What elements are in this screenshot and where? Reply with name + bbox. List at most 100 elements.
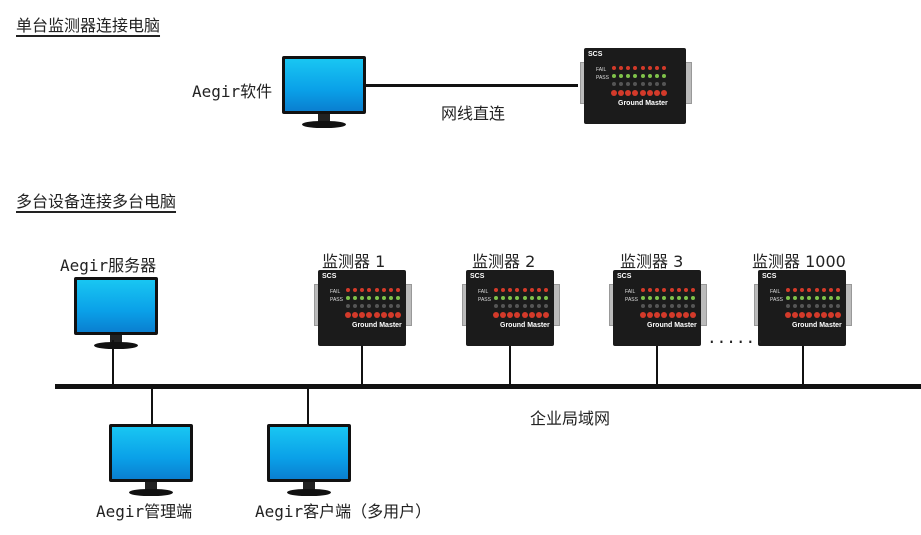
led-icon [389, 296, 394, 300]
led-icon [492, 312, 499, 318]
brand-logo: SCS [470, 273, 485, 280]
led-icon [522, 288, 527, 292]
led-icon [611, 66, 616, 70]
led-icon [662, 74, 667, 78]
led-icon [536, 312, 543, 318]
led-icon [655, 82, 660, 86]
led-icon [528, 312, 535, 318]
led-icon [828, 312, 835, 318]
led-icon [836, 304, 841, 308]
led-icon [784, 312, 791, 318]
fail-label: FAIL [330, 289, 341, 295]
led-icon [792, 288, 797, 292]
monitor-icon [282, 56, 366, 130]
led-icon [814, 304, 819, 308]
led-icon [617, 90, 624, 96]
led-icon [493, 288, 498, 292]
led-icon [807, 296, 812, 300]
led-icon [655, 288, 660, 292]
led-icon [785, 296, 790, 300]
led-icon [654, 312, 661, 318]
ground-master-device: SCS FAIL PASS Ground Master [609, 270, 707, 346]
led-icon [655, 304, 660, 308]
monitor-icon [267, 424, 351, 498]
ground-master-device: SCS FAIL PASS Ground Master [314, 270, 412, 346]
led-panel [492, 288, 550, 318]
led-icon [684, 288, 689, 292]
led-icon [515, 296, 520, 300]
led-icon [691, 288, 696, 292]
led-icon [374, 288, 379, 292]
brand-logo: SCS [322, 273, 337, 280]
led-icon [345, 296, 350, 300]
led-icon [360, 304, 365, 308]
led-icon [507, 312, 514, 318]
led-icon [500, 304, 505, 308]
led-icon [813, 312, 820, 318]
led-icon [625, 90, 632, 96]
brand-logo: SCS [617, 273, 632, 280]
drop-line [112, 340, 114, 385]
led-icon [500, 288, 505, 292]
led-panel [639, 288, 697, 318]
led-icon [508, 288, 513, 292]
led-icon [500, 296, 505, 300]
led-icon [374, 296, 379, 300]
led-icon [537, 288, 542, 292]
led-panel [610, 66, 668, 96]
led-icon [351, 312, 358, 318]
led-icon [381, 288, 386, 292]
led-icon [359, 312, 366, 318]
ground-master-device: SCS FAIL PASS Ground Master [580, 48, 692, 124]
led-icon [522, 296, 527, 300]
led-icon [388, 312, 395, 318]
led-icon [807, 288, 812, 292]
led-icon [661, 312, 668, 318]
led-icon [514, 312, 521, 318]
led-icon [785, 304, 790, 308]
led-icon [647, 74, 652, 78]
led-icon [360, 288, 365, 292]
led-icon [395, 312, 402, 318]
drop-line [151, 388, 153, 425]
led-icon [633, 74, 638, 78]
led-icon [640, 74, 645, 78]
led-icon [639, 312, 646, 318]
section-title-multi: 多台设备连接多台电脑 [16, 192, 177, 211]
led-icon [785, 288, 790, 292]
led-icon [836, 296, 841, 300]
led-icon [515, 304, 520, 308]
device-label-3: 监测器 3 [620, 252, 684, 271]
model-label: Ground Master [792, 322, 842, 329]
led-icon [389, 288, 394, 292]
drop-line [802, 346, 804, 385]
drop-line [656, 346, 658, 385]
led-icon [352, 296, 357, 300]
led-icon [611, 74, 616, 78]
pass-label: PASS [625, 297, 638, 303]
led-icon [373, 312, 380, 318]
led-icon [381, 304, 386, 308]
led-icon [529, 288, 534, 292]
led-icon [800, 304, 805, 308]
monitor-icon [109, 424, 193, 498]
led-icon [683, 312, 690, 318]
led-icon [836, 288, 841, 292]
fail-label: FAIL [478, 289, 489, 295]
drop-line [509, 346, 511, 385]
led-icon [618, 66, 623, 70]
led-icon [676, 288, 681, 292]
led-icon [611, 82, 616, 86]
led-icon [396, 288, 401, 292]
led-icon [544, 304, 549, 308]
pass-label: PASS [770, 297, 783, 303]
device-label-1: 监测器 1 [322, 252, 386, 271]
led-icon [639, 90, 646, 96]
led-icon [626, 74, 631, 78]
led-icon [662, 66, 667, 70]
led-icon [662, 296, 667, 300]
monitor-icon [74, 277, 158, 351]
led-icon [508, 304, 513, 308]
ellipsis: ...... [707, 328, 765, 347]
led-icon [690, 312, 697, 318]
